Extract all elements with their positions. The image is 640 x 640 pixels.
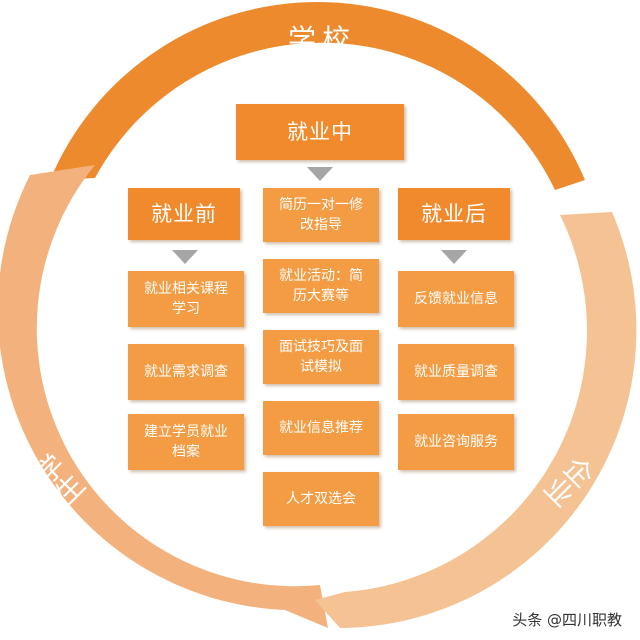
during-item-interview: 面试技巧及面 试模拟 <box>263 330 379 384</box>
during-item-activity: 就业活动：简 历大赛等 <box>263 259 379 313</box>
stage-title-during: 就业中 <box>236 104 404 160</box>
stage-title-after: 就业后 <box>398 188 510 240</box>
after-item-feedback: 反馈就业信息 <box>398 271 514 327</box>
before-item-archive: 建立学员就业 档案 <box>128 414 244 470</box>
ring-arc-enterprise <box>315 212 637 628</box>
before-item-survey: 就业需求调查 <box>128 344 244 400</box>
arrow-down-icon <box>172 250 198 264</box>
after-item-quality: 就业质量调查 <box>398 344 514 400</box>
ring-arc-school <box>50 1 585 191</box>
ring-arc-student <box>0 165 328 628</box>
during-item-job-fair: 人才双选会 <box>263 472 379 526</box>
stage-title-before: 就业前 <box>128 188 240 240</box>
arrow-down-icon <box>307 167 333 181</box>
ring-label-school: 学校 <box>288 23 357 56</box>
during-item-job-info: 就业信息推荐 <box>263 401 379 455</box>
before-item-course: 就业相关课程 学习 <box>128 271 244 327</box>
after-item-consulting: 就业咨询服务 <box>398 414 514 470</box>
arrow-down-icon <box>441 250 467 264</box>
during-item-resume: 简历一对一修 改指导 <box>263 188 379 242</box>
watermark: 头条 @四川职教 <box>508 607 626 632</box>
